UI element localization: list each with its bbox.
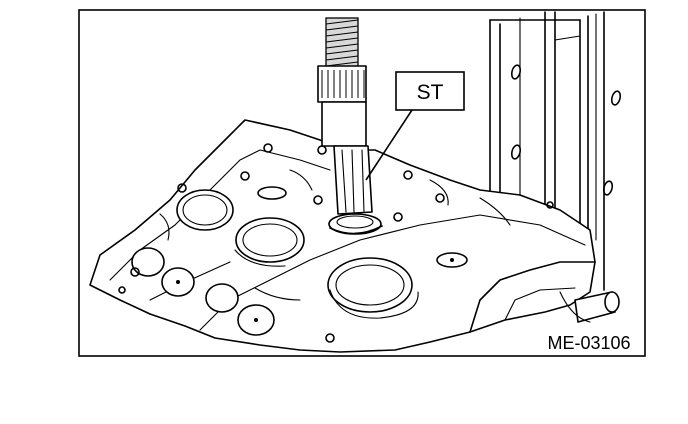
bolt-hole bbox=[510, 64, 522, 80]
figure-code: ME-03106 bbox=[547, 333, 630, 353]
bolt-hole bbox=[602, 180, 614, 196]
port-openings bbox=[176, 189, 419, 319]
special-tool bbox=[317, 17, 383, 235]
side-frame bbox=[489, 11, 622, 291]
callout-box bbox=[395, 71, 465, 111]
callout-label: ST bbox=[417, 81, 444, 104]
outlet-fitting bbox=[559, 291, 620, 323]
bolt-hole bbox=[510, 144, 522, 160]
bolt-bosses bbox=[118, 143, 554, 343]
engine-drawing bbox=[89, 11, 622, 353]
callout-leader bbox=[365, 109, 413, 181]
valve-buckets bbox=[131, 186, 468, 336]
bolt-hole bbox=[610, 90, 622, 106]
